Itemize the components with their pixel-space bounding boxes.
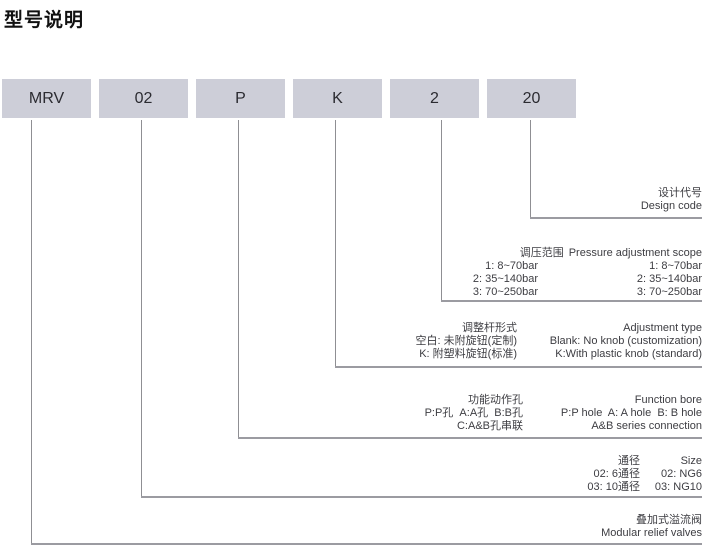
adjustment-section: 调整杆形式 Adjustment type 空白: 未附旋钮(定制) Blank… (382, 322, 702, 361)
code-box-adjustment: K (293, 79, 382, 118)
size-header: 通径 Size (567, 455, 702, 468)
leader-line-design-code (530, 120, 531, 218)
function-bore-section: 功能动作孔 Function bore P:P孔 A:A孔 B:B孔 P:P h… (392, 394, 702, 433)
pressure-row-3: 3: 70~250bar 3: 70~250bar (412, 286, 702, 299)
adjustment-row-blank-cn: 空白: 未附旋钮(定制) (415, 335, 517, 347)
page-title: 型号说明 (4, 10, 85, 31)
size-row-02-en: 02: NG6 (661, 468, 702, 480)
size-row-02: 02: 6通径 02: NG6 (567, 468, 702, 481)
function-bore-row-c: C:A&B孔串联 A&B series connection (392, 420, 702, 433)
leader-line-adjustment (335, 120, 336, 366)
product-label-cn: 叠加式溢流阀 (636, 514, 702, 526)
adjustment-row-blank-en: Blank: No knob (customization) (549, 335, 702, 347)
design-code-section: 设计代号 Design code (502, 187, 702, 213)
function-bore-header-en: Function bore (634, 394, 702, 406)
code-box-size: 02 (99, 79, 188, 118)
size-row-03-cn: 03: 10通径 (587, 481, 640, 493)
pressure-row-3-en: 3: 70~250bar (636, 286, 702, 298)
size-row-03-en: 03: NG10 (654, 481, 702, 493)
product-label-en: Modular relief valves (601, 527, 702, 539)
size-header-cn: 通径 (618, 455, 640, 467)
pressure-section: 调压范围 Pressure adjustment scope 1: 8~70ba… (412, 247, 702, 299)
code-box-series: MRV (2, 79, 91, 118)
function-bore-row-pab-cn: P:P孔 A:A孔 B:B孔 (424, 407, 523, 419)
pressure-row-2-cn: 2: 35~140bar (472, 273, 538, 285)
leader-line-size (141, 120, 142, 497)
pressure-row-2-en: 2: 35~140bar (636, 273, 702, 285)
underline-size (141, 496, 702, 498)
adjustment-header-en: Adjustment type (623, 322, 702, 334)
pressure-row-3-cn: 3: 70~250bar (472, 286, 538, 298)
pressure-row-2: 2: 35~140bar 2: 35~140bar (412, 273, 702, 286)
function-bore-header-cn: 功能动作孔 (468, 394, 523, 406)
pressure-row-1: 1: 8~70bar 1: 8~70bar (412, 260, 702, 273)
adjustment-header: 调整杆形式 Adjustment type (382, 322, 702, 335)
function-bore-header: 功能动作孔 Function bore (392, 394, 702, 407)
leader-line-series (31, 120, 32, 544)
underline-design-code (530, 217, 702, 219)
function-bore-row-pab: P:P孔 A:A孔 B:B孔 P:P hole A: A hole B: B h… (392, 407, 702, 420)
function-bore-row-c-en: A&B series connection (591, 420, 702, 432)
underline-adjustment (335, 366, 702, 368)
adjustment-row-blank: 空白: 未附旋钮(定制) Blank: No knob (customizati… (382, 335, 702, 348)
code-box-design-code: 20 (487, 79, 576, 118)
leader-line-pressure (441, 120, 442, 300)
code-box-function-bore: P (196, 79, 285, 118)
pressure-header: 调压范围 Pressure adjustment scope (412, 247, 702, 260)
code-box-pressure: 2 (390, 79, 479, 118)
adjustment-row-k: K: 附塑料旋钮(标准) K:With plastic knob (standa… (382, 348, 702, 361)
underline-function-bore (238, 437, 702, 439)
design-code-label-en: Design code (640, 200, 702, 212)
function-bore-row-c-cn: C:A&B孔串联 (456, 420, 523, 432)
size-section: 通径 Size 02: 6通径 02: NG6 03: 10通径 03: NG1… (567, 455, 702, 494)
size-row-02-cn: 02: 6通径 (593, 468, 640, 480)
product-section: 叠加式溢流阀 Modular relief valves (462, 514, 702, 540)
underline-pressure (441, 300, 702, 302)
adjustment-row-k-cn: K: 附塑料旋钮(标准) (419, 348, 517, 360)
leader-line-function-bore (238, 120, 239, 438)
pressure-row-1-en: 1: 8~70bar (649, 260, 702, 272)
adjustment-header-cn: 调整杆形式 (462, 322, 517, 334)
pressure-row-1-cn: 1: 8~70bar (485, 260, 538, 272)
size-row-03: 03: 10通径 03: NG10 (567, 481, 702, 494)
function-bore-row-pab-en: P:P hole A: A hole B: B hole (560, 407, 702, 419)
pressure-header-en: Pressure adjustment scope (568, 247, 702, 259)
underline-product (31, 543, 702, 545)
adjustment-row-k-en: K:With plastic knob (standard) (555, 348, 702, 360)
size-header-en: Size (680, 455, 702, 467)
design-code-label-cn: 设计代号 (658, 187, 702, 199)
pressure-header-cn: 调压范围 (519, 247, 564, 259)
